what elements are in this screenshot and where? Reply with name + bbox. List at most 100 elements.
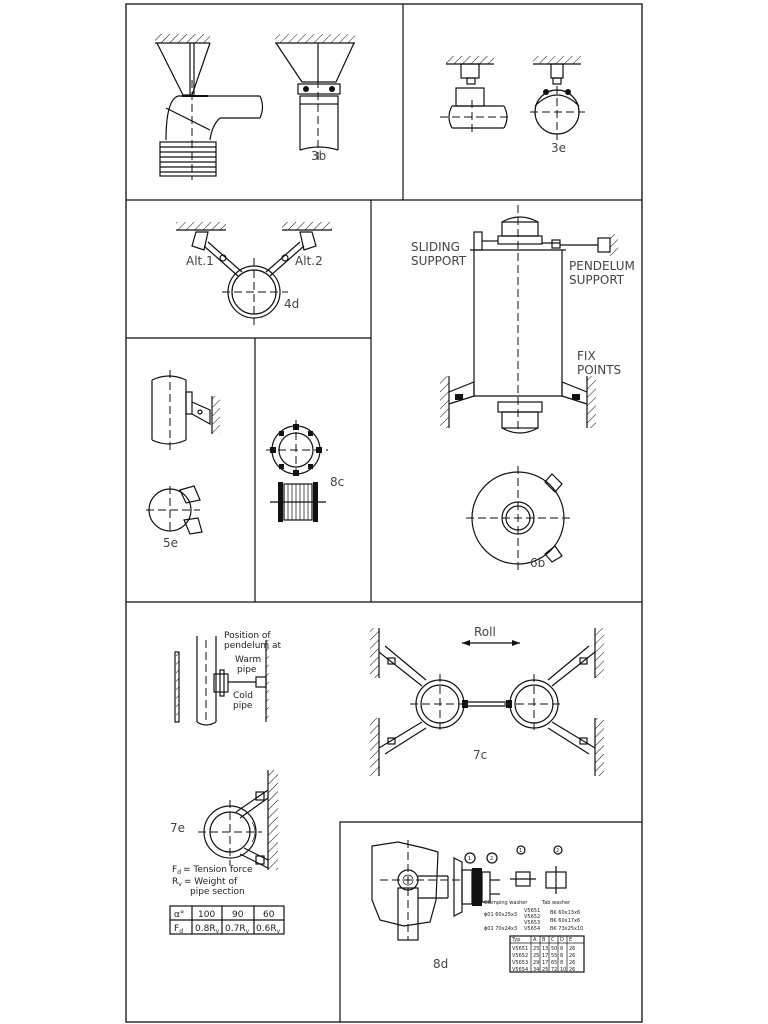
dim-table-header-cell: A	[533, 937, 537, 943]
dim-table-header-cell: B	[542, 937, 546, 943]
alt2-label: Alt.2	[295, 254, 323, 268]
force-1-sub: v	[216, 928, 220, 935]
figure-6-vessel: SLIDING SUPPORT PENDELUM SUPPORT FIX POI…	[411, 205, 635, 434]
dim-table-cell: 25	[542, 967, 548, 973]
dim-table-header-cell: C	[551, 937, 555, 943]
dim-table-cell: 25	[533, 953, 539, 959]
dim-table-cell: 10	[560, 967, 566, 973]
figure-7c-label: 7c	[473, 748, 487, 762]
figure-7e-label: 7e	[170, 821, 185, 835]
callout-2: 2	[490, 856, 493, 862]
washer-size-2: BK 60x17x6	[550, 918, 580, 924]
position-label-1: Position of	[224, 631, 271, 641]
figure-5e-wall-bracket: 5e	[146, 370, 220, 550]
svg-text:0.8Rv: 0.8Rv	[195, 924, 220, 935]
angle-force-table: α° Fd 100 90 60 0.8Rv 0.7Rv 0.6Rv	[169, 905, 285, 935]
figure-7e-tension: 7e Fd= Tension force Rv= Weight of pipe …	[169, 770, 285, 935]
roll-label: Roll	[474, 625, 496, 639]
weight-subscript: v	[178, 881, 182, 888]
callout-1: 1	[468, 856, 471, 862]
pendelum-support-label-2: SUPPORT	[569, 273, 625, 287]
dim-table-cell: 8	[560, 946, 563, 952]
bolt-row-1: ɸ01 60x25x3	[484, 912, 517, 918]
dim-table-cell: 50	[551, 946, 557, 952]
svg-text:Fd= Tension force: Fd= Tension force	[172, 865, 253, 876]
cold-pipe-label-1: Cold	[233, 691, 253, 701]
dim-table-cell: V5653	[512, 960, 528, 966]
fix-points-label-1: FIX	[577, 349, 596, 363]
sliding-support-label-1: SLIDING	[411, 240, 460, 254]
dim-table-cell: 26	[569, 953, 575, 959]
callout-1-detail: 1	[519, 848, 522, 854]
sliding-support-label-2: SUPPORT	[411, 254, 467, 268]
figure-3b-hanger: 3b	[155, 34, 355, 180]
washer-code-1: V5651	[524, 908, 540, 914]
svg-text:0.6Rv: 0.6Rv	[256, 924, 281, 935]
dim-table-cell: 17	[542, 953, 548, 959]
dim-table-cell: 55	[551, 953, 557, 959]
dim-table-cell: 17	[542, 960, 548, 966]
alt1-label: Alt.1	[186, 254, 214, 268]
angle-header: α°	[174, 910, 184, 920]
figure-4d-angled-hangers: Alt.1 Alt.2 4d	[176, 222, 332, 325]
force-header-subscript: d	[179, 928, 183, 935]
dim-table-header-cell: E	[569, 937, 572, 943]
figure-4d-label: 4d	[284, 297, 299, 311]
panel-borders	[125, 3, 643, 1023]
angle-60: 60	[263, 910, 275, 920]
svg-text:0.7Rv: 0.7Rv	[225, 924, 250, 935]
tension-force-symbol: F	[172, 865, 177, 875]
angle-90: 90	[232, 910, 244, 920]
clamping-washer-label: Clamping washer	[484, 900, 528, 906]
weight-symbol: R	[172, 877, 178, 887]
dim-table-cell: 13	[542, 946, 548, 952]
dim-table-cell: 65	[551, 960, 557, 966]
figure-3e-support: 3e	[440, 56, 585, 155]
dim-table-cell: 26	[569, 946, 575, 952]
position-label-2: pendelum at	[224, 641, 282, 651]
washer-code-2: V5652	[524, 914, 540, 920]
figure-7-pendulum-position: Position of pendelum at Warm pipe Cold p…	[174, 631, 282, 726]
dim-table-cell: 26	[569, 960, 575, 966]
tension-force-subscript: d	[177, 869, 181, 876]
force-2-sub: v	[246, 928, 250, 935]
force-3-sub: v	[277, 928, 281, 935]
washer-size-1: BK 60x13x6	[550, 910, 580, 916]
callout-2-detail: 2	[556, 848, 559, 854]
dim-table-header-cell: D	[560, 937, 564, 943]
dim-table-cell: 8	[560, 953, 563, 959]
pendelum-support-label-1: PENDELUM	[569, 259, 635, 273]
force-header: F	[174, 924, 179, 934]
figure-3b-label: 3b	[311, 149, 326, 163]
dim-table-cell: V5654	[512, 967, 528, 973]
figure-8d-detail: 1 2 1 2 Clamping washer Tab washer ɸ01 6…	[371, 840, 585, 973]
figure-8d-label: 8d	[433, 957, 448, 971]
svg-text:Rv= Weight of: Rv= Weight of	[172, 877, 238, 888]
force-1: 0.8R	[195, 924, 216, 934]
figure-6b-label: 6b	[530, 556, 545, 570]
dim-table-cell: V5651	[512, 946, 528, 952]
tension-force-text: = Tension force	[183, 865, 253, 875]
dim-table-cell: 72	[551, 967, 557, 973]
angle-100: 100	[198, 910, 215, 920]
force-3: 0.6R	[256, 924, 277, 934]
warm-pipe-label-2: pipe	[237, 665, 257, 675]
figure-8c-label: 8c	[330, 475, 344, 489]
dim-table-cell: 34	[533, 967, 539, 973]
dim-table-cell: V5652	[512, 953, 528, 959]
figure-6b-plan-view: 6b	[466, 466, 570, 570]
figure-3e-label: 3e	[551, 141, 566, 155]
washer-size-3: BK 73x25x10	[550, 926, 583, 932]
washer-code-4: V5654	[524, 926, 540, 932]
tab-washer-label: Tab washer	[541, 900, 571, 906]
dim-table-cell: 29	[533, 960, 539, 966]
dim-table-cell: 8	[560, 960, 563, 966]
washer-code-3: V5653	[524, 920, 540, 926]
weight-text-2: pipe section	[190, 887, 245, 897]
figure-7c-roll-support: Roll	[370, 625, 604, 776]
cold-pipe-label-2: pipe	[233, 701, 253, 711]
fix-points-label-2: POINTS	[577, 363, 621, 377]
dim-table-header-cell: Typ	[511, 937, 520, 943]
